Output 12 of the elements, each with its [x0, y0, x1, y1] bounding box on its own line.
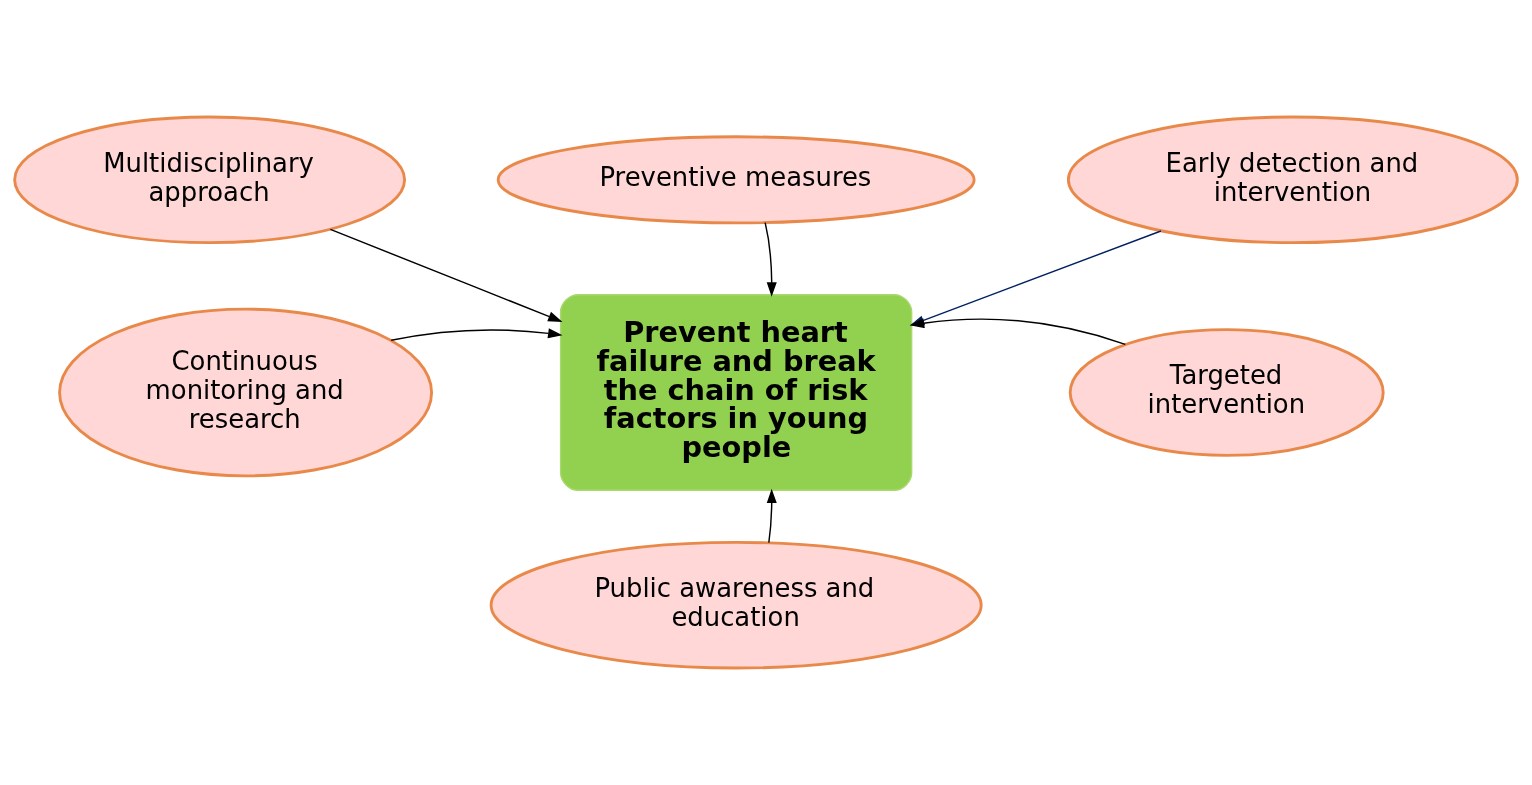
arrow [390, 328, 563, 341]
arrow [329, 228, 563, 322]
arrow [764, 222, 777, 297]
node-ellipse: Public awareness and education [489, 540, 983, 670]
node-ellipse: Multidisciplinary approach [13, 115, 407, 245]
arrow [909, 318, 1126, 346]
node-ellipse: Targeted intervention [1068, 328, 1385, 457]
node-box: Prevent heart failure and break the chain of risk factors in young people [559, 293, 913, 492]
node-ellipse: Early detection and intervention [1066, 115, 1519, 245]
arrow [766, 488, 777, 544]
node-ellipse: Preventive measures [496, 135, 976, 225]
node-ellipse: Continuous monitoring and research [58, 307, 434, 478]
